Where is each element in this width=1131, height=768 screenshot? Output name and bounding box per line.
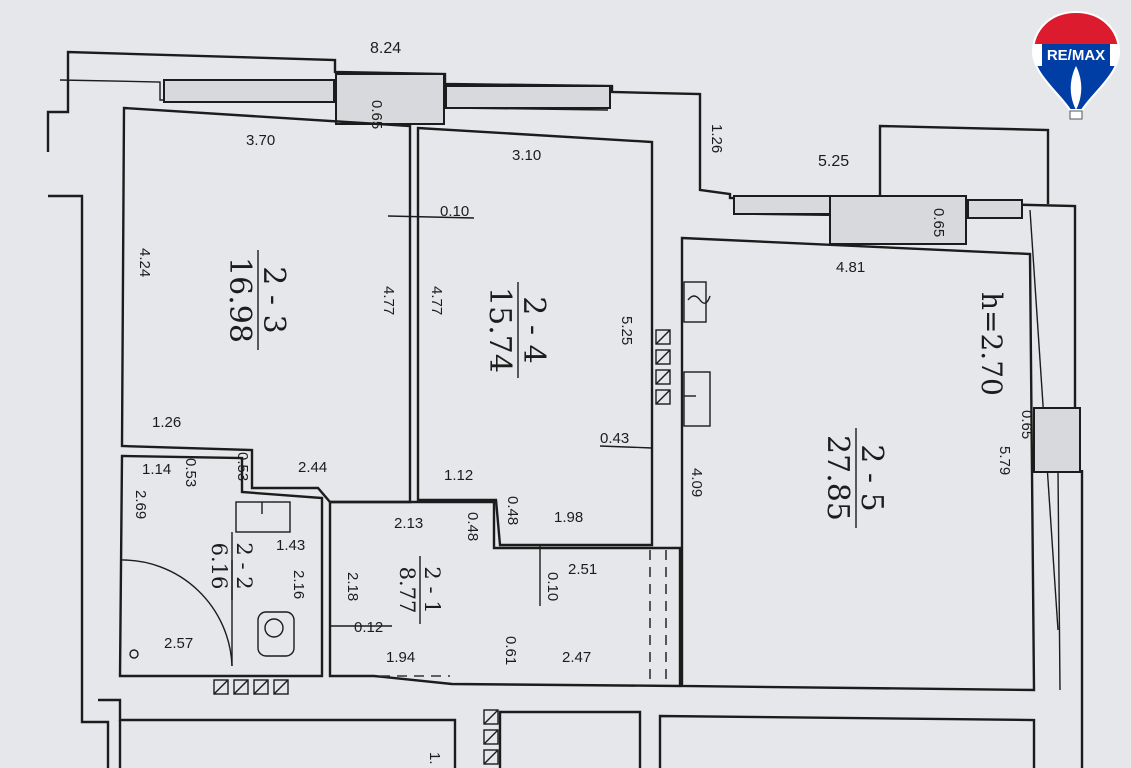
room-labels: 2 - 3 16.98 2 - 4 15.74 2 - 5 27.85 2 - … bbox=[207, 250, 1008, 624]
dim-r25-width: 4.81 bbox=[836, 259, 865, 276]
dim-hall-gap: 0.10 bbox=[544, 572, 561, 601]
dim-r24-width: 3.10 bbox=[512, 147, 541, 164]
dim-hall-notch: 0.48 bbox=[464, 512, 481, 541]
dim-r23-width: 3.70 bbox=[246, 132, 275, 149]
dim-hall-left: 2.18 bbox=[344, 572, 361, 601]
dim-bath-bottom: 2.57 bbox=[164, 635, 193, 652]
toilet-icon bbox=[257, 611, 295, 657]
window-right bbox=[1033, 407, 1081, 473]
vent-squares-kitchen bbox=[655, 329, 671, 405]
balloon-basket bbox=[1069, 110, 1083, 120]
dim-win1: 0.65 bbox=[368, 100, 385, 129]
room-2-4-area: 15.74 bbox=[482, 287, 517, 373]
window-balcony-left bbox=[733, 195, 831, 215]
vent-squares-bottom bbox=[213, 679, 499, 765]
dim-r23-step: 1.26 bbox=[152, 414, 181, 431]
windows bbox=[163, 73, 1081, 473]
window-balcony bbox=[829, 195, 967, 245]
window-top-left bbox=[163, 79, 335, 103]
dim-r23-notch: 0.53 bbox=[234, 452, 251, 481]
room-2-3-id: 2 - 3 bbox=[256, 266, 291, 333]
dim-r24-step: 0.43 bbox=[600, 430, 629, 447]
dimension-labels: 8.24 0.65 3.70 3.10 1.26 5.25 0.65 4.81 … bbox=[132, 40, 1035, 765]
dim-bath-top: 1.14 bbox=[142, 461, 171, 478]
dim-win2: 0.65 bbox=[930, 208, 947, 237]
dim-bath-notch: 0.53 bbox=[182, 458, 199, 487]
room-2-3-outline bbox=[120, 106, 412, 504]
dim-r25-right: 5.79 bbox=[996, 446, 1013, 475]
dim-bath-inner: 1.43 bbox=[276, 537, 305, 554]
dim-balcony-width: 5.25 bbox=[818, 153, 849, 170]
stove-icon bbox=[683, 371, 711, 427]
remax-balloon-logo: RE/MAX bbox=[1031, 10, 1121, 120]
window-balcony-right bbox=[967, 199, 1023, 219]
dim-bath-right: 2.16 bbox=[290, 570, 307, 599]
dim-r24-bottom-left: 1.12 bbox=[444, 467, 473, 484]
dim-r23-right: 4.77 bbox=[380, 286, 397, 315]
dim-r24-notch: 0.48 bbox=[504, 496, 521, 525]
room-2-5-id: 2 - 5 bbox=[854, 444, 889, 511]
room-2-1-area: 8.77 bbox=[395, 567, 419, 614]
room-2-1-outline bbox=[328, 500, 682, 688]
room-2-5-area: 27.85 bbox=[820, 435, 855, 521]
door-swing-arc bbox=[119, 559, 233, 667]
kitchen-fixtures bbox=[213, 281, 711, 765]
room-2-2-id: 2 - 2 bbox=[232, 542, 256, 589]
dim-r23-bottom: 2.44 bbox=[298, 459, 327, 476]
room-2-3-area: 16.98 bbox=[222, 257, 257, 343]
dim-r24-right: 5.25 bbox=[618, 316, 635, 345]
dim-hall-right-top: 2.51 bbox=[568, 561, 597, 578]
dim-cut-bottom: 1. bbox=[426, 752, 443, 765]
room-2-4-id: 2 - 4 bbox=[516, 296, 551, 363]
room-2-5-outline bbox=[680, 236, 1036, 692]
dim-wall-gap: 0.10 bbox=[440, 203, 469, 220]
dim-r24-bottom-right: 1.98 bbox=[554, 509, 583, 526]
dim-r23-left: 4.24 bbox=[136, 248, 153, 277]
bathroom-fixtures bbox=[129, 501, 295, 659]
dim-hall-step: 0.12 bbox=[354, 619, 383, 636]
dim-r25-left: 4.09 bbox=[688, 468, 705, 497]
dim-hall-top: 2.13 bbox=[394, 515, 423, 532]
dim-balcony-depth: 1.26 bbox=[708, 124, 725, 153]
window-top-middle bbox=[335, 73, 445, 125]
dim-top-total: 8.24 bbox=[370, 40, 401, 57]
room-2-1-id: 2 - 1 bbox=[420, 566, 444, 613]
dim-win3: 0.65 bbox=[1018, 410, 1035, 439]
sink-icon bbox=[235, 501, 291, 533]
dim-hall-wall: 0.61 bbox=[502, 636, 519, 665]
dim-bath-left: 2.69 bbox=[132, 490, 149, 519]
room-2-4-outline bbox=[416, 126, 654, 547]
ceiling-height-label: h=2.70 bbox=[975, 292, 1008, 396]
dim-hall-bottom: 1.94 bbox=[386, 649, 415, 666]
room-2-2-outline bbox=[118, 454, 324, 678]
dim-hall-right-bottom: 2.47 bbox=[562, 649, 591, 666]
window-top-right bbox=[445, 85, 611, 109]
dim-r24-left: 4.77 bbox=[428, 286, 445, 315]
logo-text: RE/MAX bbox=[1047, 47, 1105, 64]
room-2-2-area: 6.16 bbox=[207, 543, 231, 590]
